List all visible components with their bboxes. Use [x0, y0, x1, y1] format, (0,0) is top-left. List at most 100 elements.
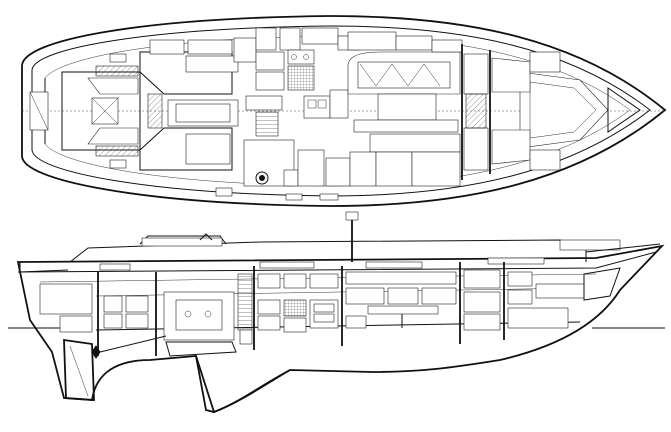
plan-locker-a [149, 39, 185, 55]
plan-forward-cabin-top [491, 57, 531, 93]
profile-keel [195, 355, 291, 414]
profile-saloon-locker-1 [345, 287, 385, 305]
profile-engine-detail-2 [204, 310, 212, 318]
plan-aft-cabin-starboard [139, 127, 233, 171]
plan-galley-unit-b [255, 71, 285, 91]
profile-rudder [63, 338, 95, 401]
plan-forward-locker-top [463, 53, 489, 95]
plan-saloon-settee-port-inner [357, 61, 451, 89]
profile-saloon-shelf [345, 271, 457, 285]
plan-quarter-berth-cushion [175, 103, 231, 123]
plan-saloon-table [377, 93, 437, 121]
plan-settee-zigzag [359, 63, 441, 87]
profile-galley-drawer-1 [313, 303, 335, 313]
profile-engine-bed [165, 341, 237, 357]
profile-propeller [91, 345, 101, 359]
profile-fwd-cabinet-1 [507, 271, 533, 287]
plan-saloon-bottom-left [349, 151, 377, 187]
plan-bottom-tank-b [285, 193, 303, 201]
plan-head-cabinet [325, 157, 351, 187]
plan-head-toilet [255, 171, 269, 185]
profile-fwd-locker-1 [463, 269, 501, 289]
profile-water-tank [507, 307, 569, 329]
profile-galley-lower-1 [257, 299, 281, 315]
plan-hull-inner-line [31, 25, 651, 197]
plan-saloon-settee-starboard [369, 133, 461, 153]
profile-view [8, 211, 665, 414]
profile-saloon-seat [345, 315, 367, 329]
plan-forward-hatch [465, 93, 487, 129]
plan-galley-counter [301, 27, 339, 45]
profile-engine-block [175, 299, 223, 331]
plan-fridge [287, 65, 315, 91]
plan-galley-corner [329, 89, 349, 119]
plan-galley-unit-a [255, 51, 285, 71]
plan-saloon-top-c [431, 39, 463, 53]
profile-companionway [237, 273, 253, 331]
plan-saloon-top-b [395, 35, 433, 51]
plan-saloon-bottom-right [411, 151, 461, 187]
profile-rudder-stock [69, 345, 89, 397]
plan-cockpit-sole [147, 93, 163, 129]
profile-aft-locker-1 [103, 295, 123, 313]
profile-saloon-locker-2 [387, 287, 419, 305]
profile-stern-rail [19, 262, 69, 273]
profile-saloon-table [367, 305, 439, 315]
profile-aft-locker-2 [125, 295, 149, 313]
plan-aft-box-lower [109, 159, 127, 169]
profile-v-berth [535, 283, 585, 299]
plan-lazarette-diag [29, 91, 49, 131]
plan-nav-station [185, 55, 239, 73]
profile-portlight-4 [487, 257, 545, 265]
plan-companionway-steps [255, 111, 279, 137]
plan-view [21, 15, 667, 207]
plan-toilet-bowl [259, 175, 265, 181]
profile-hull-outline [16, 244, 665, 413]
profile-galley-upper-1 [257, 273, 281, 289]
plan-aft-locker-shape [91, 97, 119, 125]
profile-bowsprit [585, 243, 661, 253]
plan-bottom-tank-a [215, 187, 233, 197]
profile-bow-pulpit [559, 239, 621, 251]
plan-stove-burners [287, 49, 315, 65]
profile-stove [283, 299, 307, 317]
plan-locker-b [187, 39, 233, 55]
profile-prop-shaft [99, 335, 167, 353]
plan-galley-stove [279, 27, 301, 51]
profile-companionway-box [239, 329, 253, 345]
profile-oven [283, 317, 307, 333]
plan-forward-cabin-bottom [491, 129, 531, 165]
profile-galley-drawer-2 [313, 313, 335, 323]
plan-chain-locker [607, 87, 641, 133]
profile-mast-step [345, 211, 359, 221]
plan-aft-hanging-locker [185, 133, 231, 165]
profile-portlight-1 [99, 263, 131, 271]
profile-saloon-locker-3 [421, 287, 457, 305]
profile-deckhouse [69, 239, 587, 263]
plan-forepeak-shelf-bottom [529, 149, 561, 171]
profile-winch [199, 233, 213, 241]
profile-galley-lower-2 [257, 315, 281, 331]
profile-portlight-3 [365, 261, 423, 269]
plan-head-sink [283, 169, 299, 187]
profile-fwd-locker-3 [463, 313, 501, 331]
plan-forepeak-shelf-top [529, 51, 561, 73]
plan-sink-basin-1 [307, 99, 317, 109]
plan-cockpit-seat-starboard [87, 127, 139, 145]
plan-saloon-locker-row [353, 119, 459, 133]
plan-cockpit-seat-port [87, 77, 139, 95]
plan-chart-table [233, 37, 257, 63]
profile-aft-lazarette [39, 283, 93, 315]
profile-aft-tank [59, 315, 93, 333]
profile-galley-upper-2 [283, 273, 307, 289]
plan-wet-locker [255, 27, 277, 51]
plan-forward-locker-bottom [463, 127, 489, 171]
plan-step-frame [245, 95, 283, 111]
plan-hull-outline [21, 15, 667, 207]
plan-aft-berth-starboard [95, 145, 139, 157]
profile-dodger [141, 237, 223, 247]
profile-sheer-line [17, 251, 657, 273]
profile-galley-upper-3 [309, 273, 339, 289]
profile-aft-locker-4 [125, 313, 149, 329]
